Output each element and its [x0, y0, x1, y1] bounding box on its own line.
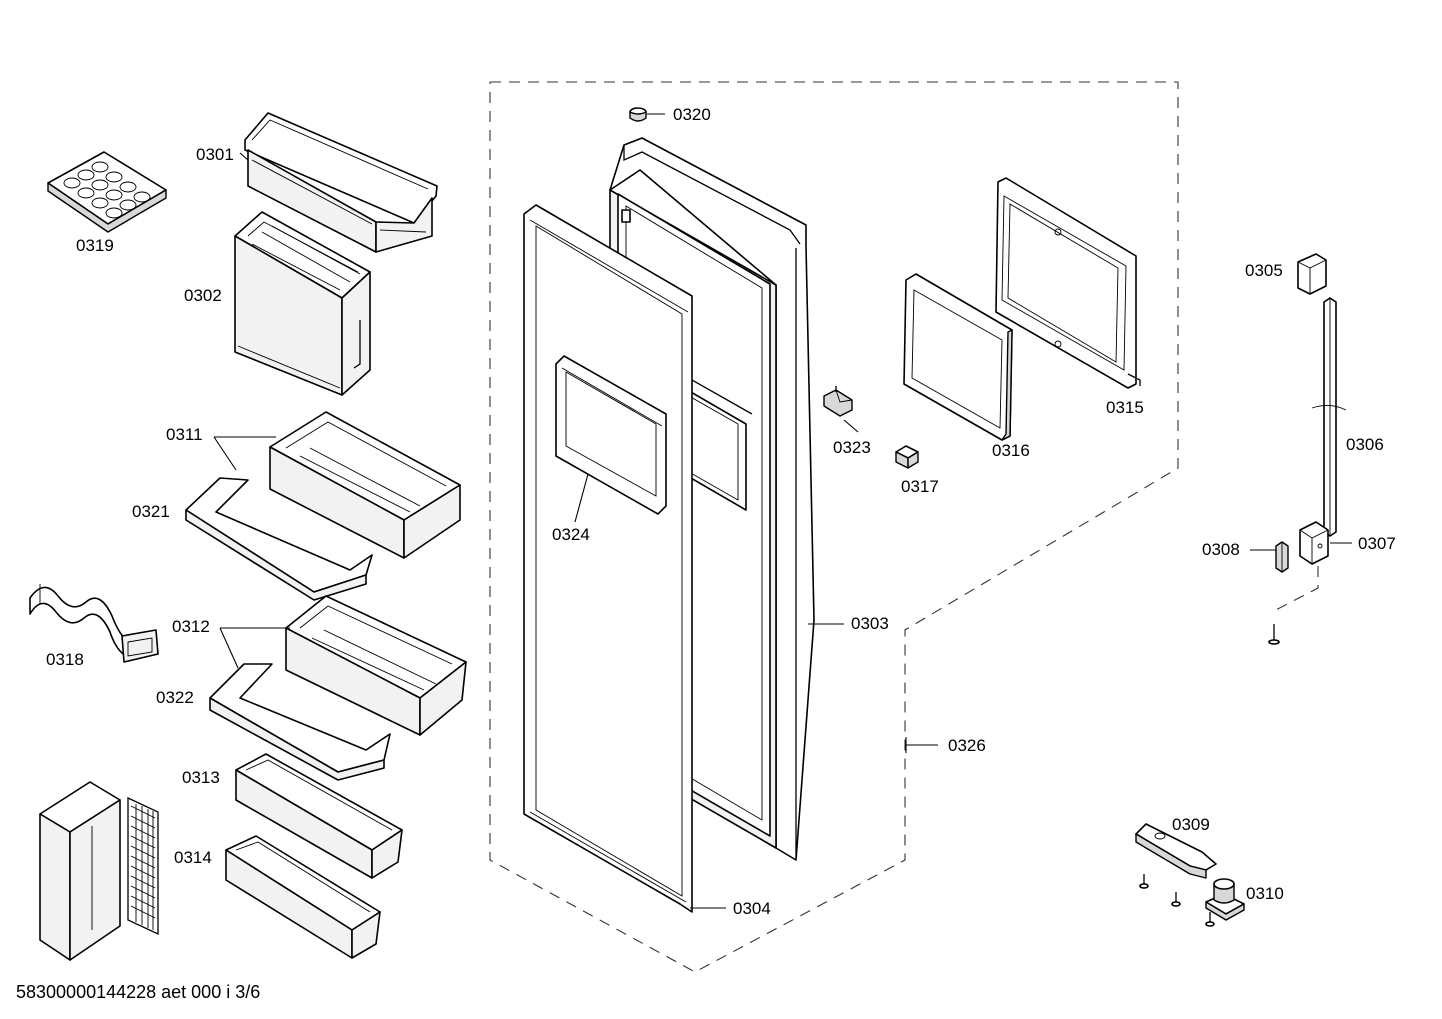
label-0314: 0314	[174, 848, 212, 867]
label-0324: 0324	[552, 525, 590, 544]
label-0317: 0317	[901, 477, 939, 496]
label-0312: 0312	[172, 617, 210, 636]
label-0319: 0319	[76, 236, 114, 255]
door-bin-0314	[225, 835, 381, 959]
panel-frame-0315	[995, 177, 1141, 389]
door-bin-0313	[235, 753, 403, 879]
label-0322: 0322	[156, 688, 194, 707]
small-clip	[1275, 541, 1289, 573]
small-block	[895, 445, 919, 469]
hinge-bracket	[1299, 521, 1329, 565]
label-0318: 0318	[46, 650, 84, 669]
label-0304: 0304	[733, 899, 771, 918]
label-0307: 0307	[1358, 534, 1396, 553]
label-0309: 0309	[1172, 815, 1210, 834]
label-0310: 0310	[1246, 884, 1284, 903]
label-0316: 0316	[992, 441, 1030, 460]
top-cap	[629, 107, 647, 122]
lower-screws	[1139, 874, 1215, 927]
label-0301: 0301	[196, 145, 234, 164]
leader-lines	[213, 113, 1352, 909]
lower-hinge-pin	[1205, 878, 1245, 921]
label-0321: 0321	[132, 502, 170, 521]
label-0326: 0326	[948, 736, 986, 755]
butter-box	[234, 211, 371, 396]
label-0306: 0306	[1346, 435, 1384, 454]
door-shelf-lower	[209, 595, 467, 781]
dairy-compartment	[244, 112, 438, 253]
lower-hinge-arm	[1135, 823, 1217, 879]
hinge-dashed-guide	[1271, 566, 1319, 613]
filter-mesh	[130, 804, 156, 930]
panel-frame-0316	[903, 273, 1013, 441]
door-switch	[823, 386, 853, 417]
egg-tray	[47, 151, 167, 233]
label-0315: 0315	[1106, 398, 1144, 417]
door-shelf-upper	[185, 411, 461, 601]
label-0323: 0323	[833, 438, 871, 457]
label-0311: 0311	[166, 425, 203, 444]
vertical-strip	[1311, 297, 1347, 537]
door-gasket	[523, 204, 693, 913]
dispenser-frame	[555, 355, 667, 515]
label-0302: 0302	[184, 286, 222, 305]
hinge-screw	[1268, 624, 1280, 645]
label-0308: 0308	[1202, 540, 1240, 559]
drawing-code: 58300000144228 aet 000 i 3/6	[16, 982, 260, 1002]
hinge-cover	[1297, 253, 1327, 295]
bottle-holder	[29, 584, 159, 663]
ice-container	[39, 781, 159, 961]
label-0303: 0303	[851, 614, 889, 633]
label-0320: 0320	[673, 105, 711, 124]
assembly-outline	[489, 81, 1179, 973]
label-0313: 0313	[182, 768, 220, 787]
label-0305: 0305	[1245, 261, 1283, 280]
